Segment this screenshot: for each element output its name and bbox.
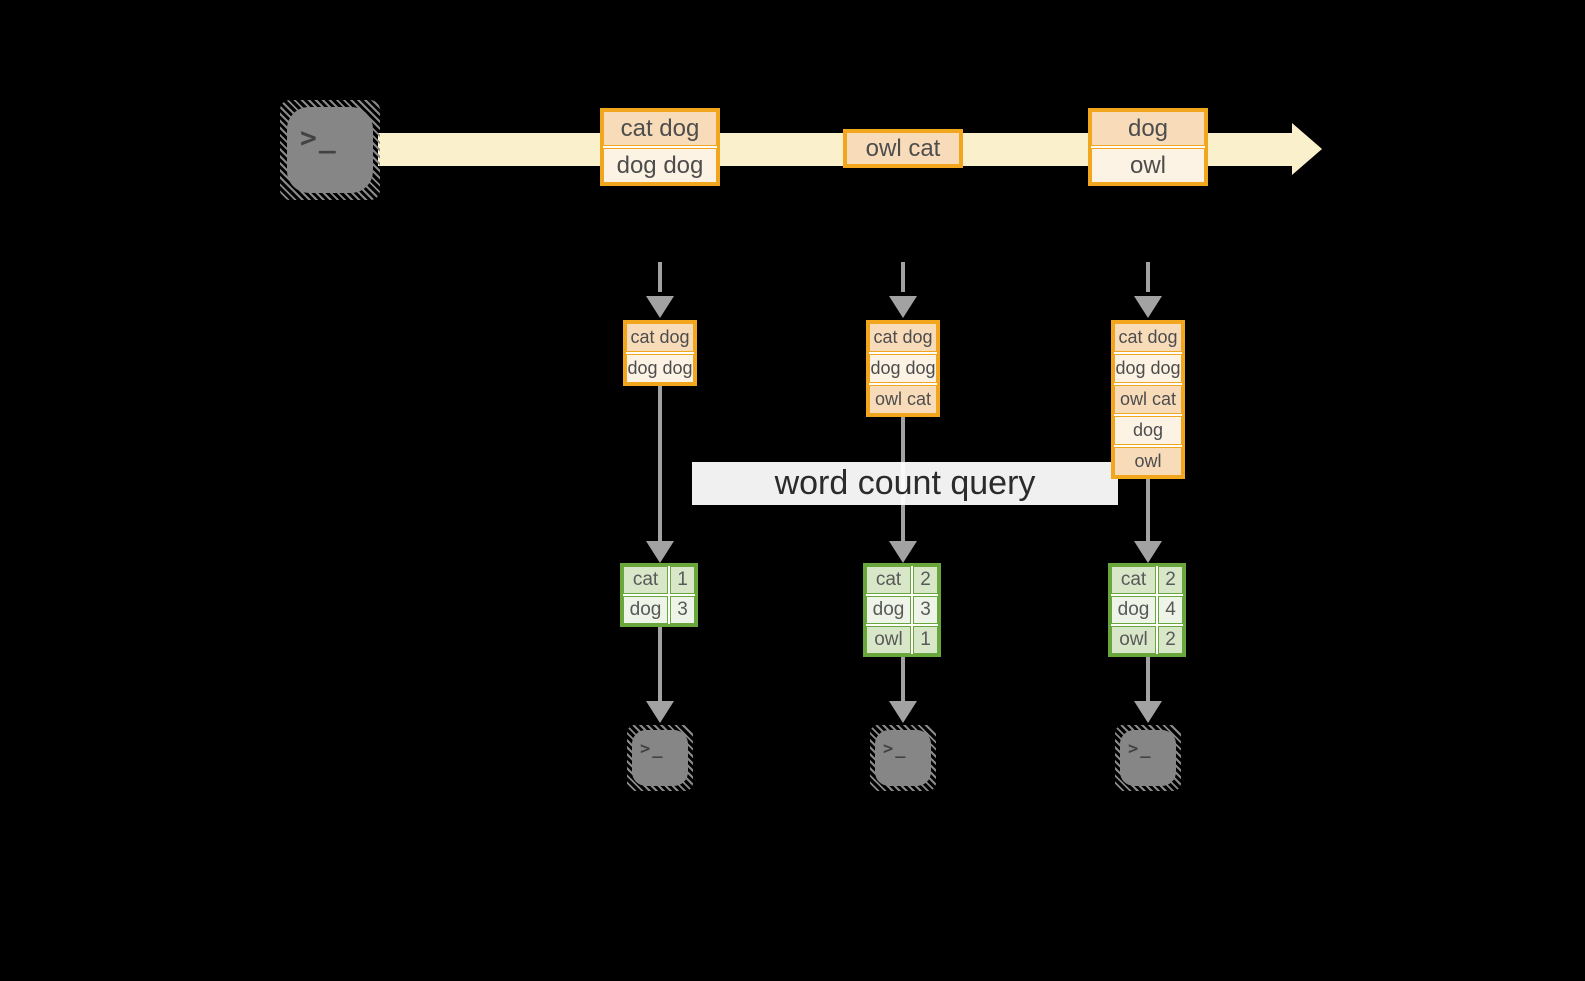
state-stack-2: cat dog dog dog owl cat (866, 320, 940, 417)
terminal-prompt-icon: >_ (1128, 739, 1153, 759)
dashed-arrow-head (889, 296, 917, 318)
record-row: owl (1091, 148, 1205, 183)
word-cell: cat (1111, 566, 1156, 594)
state-row: cat dog (626, 323, 694, 352)
terminal-prompt-icon: >_ (883, 739, 908, 759)
query-arrow-head (889, 541, 917, 563)
terminal-prompt-icon: >_ (640, 739, 665, 759)
state-row: dog dog (626, 354, 694, 383)
sink-arrow-head (889, 701, 917, 723)
table-row: cat 2 (1111, 566, 1183, 594)
table-row: cat 1 (623, 566, 695, 594)
word-cell: cat (623, 566, 668, 594)
state-row: cat dog (1114, 323, 1182, 352)
state-stack-1: cat dog dog dog (623, 320, 697, 386)
sink-arrow-shaft (1146, 657, 1150, 701)
source-terminal-icon: >_ (280, 100, 380, 200)
query-arrow-head (1134, 541, 1162, 563)
state-row: owl cat (869, 385, 937, 414)
query-arrow-head (646, 541, 674, 563)
count-cell: 1 (913, 626, 938, 654)
table-row: owl 2 (1111, 626, 1183, 654)
record-row: dog dog (603, 148, 717, 183)
result-table-3: cat 2 dog 4 owl 2 (1108, 563, 1186, 657)
record-row: cat dog (603, 111, 717, 146)
stream-record-1: cat dog dog dog (600, 108, 720, 186)
result-table-1: cat 1 dog 3 (620, 563, 698, 627)
state-row: owl cat (1114, 385, 1182, 414)
state-row: dog dog (1114, 354, 1182, 383)
word-cell: owl (866, 626, 911, 654)
query-label-band: word count query (692, 462, 1118, 505)
sink-arrow-head (1134, 701, 1162, 723)
terminal-screen (1120, 730, 1176, 786)
word-cell: dog (1111, 596, 1156, 624)
sink-terminal-icon-3: >_ (1115, 725, 1181, 791)
table-row: dog 4 (1111, 596, 1183, 624)
count-cell: 2 (1158, 626, 1183, 654)
terminal-screen (875, 730, 931, 786)
state-stack-3: cat dog dog dog owl cat dog owl (1111, 320, 1185, 479)
stream-record-2: owl cat (843, 129, 963, 168)
record-row: dog (1091, 111, 1205, 146)
count-cell: 3 (913, 596, 938, 624)
sink-arrow-shaft (901, 657, 905, 701)
state-row: dog (1114, 416, 1182, 445)
word-cell: dog (866, 596, 911, 624)
terminal-screen (632, 730, 688, 786)
query-arrow-shaft (1146, 479, 1150, 541)
count-cell: 3 (670, 596, 695, 624)
terminal-screen (287, 107, 373, 193)
sink-arrow-shaft (658, 627, 662, 701)
terminal-prompt-icon: >_ (300, 121, 338, 154)
table-row: dog 3 (866, 596, 938, 624)
count-cell: 4 (1158, 596, 1183, 624)
table-row: dog 3 (623, 596, 695, 624)
count-cell: 2 (913, 566, 938, 594)
dashed-arrow-shaft (658, 262, 662, 292)
state-row: owl (1114, 447, 1182, 476)
dashed-arrow-head (1134, 296, 1162, 318)
dashed-arrow-head (646, 296, 674, 318)
query-label: word count query (774, 464, 1036, 502)
dashed-arrow-shaft (1146, 262, 1150, 292)
table-row: cat 2 (866, 566, 938, 594)
query-arrow-shaft (658, 386, 662, 541)
table-row: owl 1 (866, 626, 938, 654)
result-table-2: cat 2 dog 3 owl 1 (863, 563, 941, 657)
dashed-arrow-shaft (901, 262, 905, 292)
sink-terminal-icon-2: >_ (870, 725, 936, 791)
word-cell: owl (1111, 626, 1156, 654)
count-cell: 2 (1158, 566, 1183, 594)
word-cell: cat (866, 566, 911, 594)
word-cell: dog (623, 596, 668, 624)
sink-arrow-head (646, 701, 674, 723)
record-row: owl cat (846, 132, 960, 165)
stream-arrowhead (1292, 123, 1322, 175)
state-row: dog dog (869, 354, 937, 383)
count-cell: 1 (670, 566, 695, 594)
sink-terminal-icon-1: >_ (627, 725, 693, 791)
stream-record-3: dog owl (1088, 108, 1208, 186)
state-row: cat dog (869, 323, 937, 352)
